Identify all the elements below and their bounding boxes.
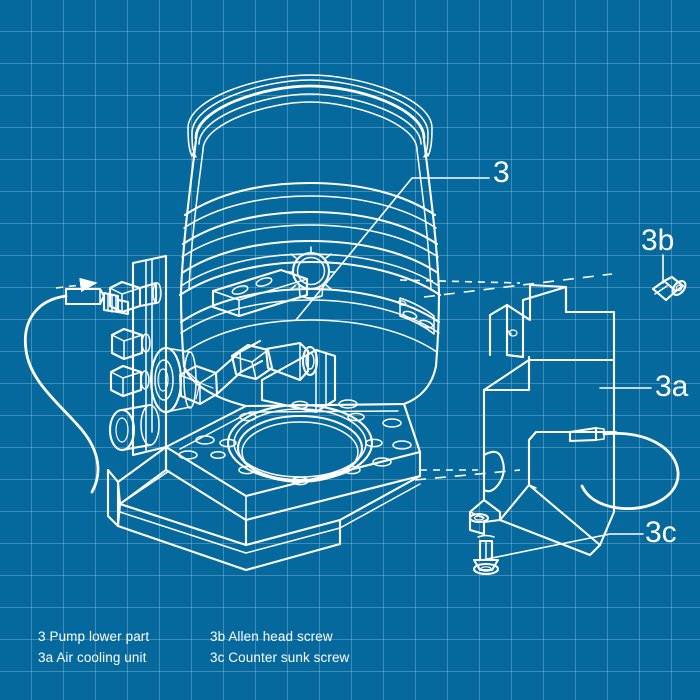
callout-label-3: 3 <box>493 156 510 189</box>
callout-label-3b: 3b <box>641 224 675 257</box>
assembly-guide-bottom <box>414 469 521 481</box>
legend-column-1: 3 Pump lower part 3a Air cooling unit <box>38 626 149 668</box>
counter-sunk-screw <box>472 534 500 576</box>
allen-head-screw <box>651 275 687 302</box>
legend-item-3a: 3a Air cooling unit <box>38 650 147 665</box>
fitting-third <box>109 364 150 398</box>
base-center-flange <box>219 400 383 486</box>
pump-mid-body <box>178 260 442 408</box>
leader-line-3c <box>481 533 644 561</box>
legend-item-3c: 3c Counter sunk screw <box>210 650 350 665</box>
pump-knob-valve <box>286 246 336 300</box>
pump-base-plate <box>106 399 422 572</box>
pump-name-plate <box>211 268 309 318</box>
fitting-top <box>108 280 162 314</box>
air-cooling-unit <box>399 273 680 557</box>
fitting-bottom-cylinder <box>108 403 160 452</box>
pump-upper-shell <box>179 138 441 294</box>
legend-item-3: 3 Pump lower part <box>38 629 150 644</box>
callout-label-3c: 3c <box>645 516 677 549</box>
pump-lower-part <box>106 74 490 572</box>
pump-front-valve-assembly <box>178 339 337 414</box>
pump-cooling-ribs <box>180 181 440 287</box>
pump-fitting-manifold <box>108 254 197 457</box>
fan-cable-right <box>568 426 680 511</box>
legend-item-3b: 3b Allen head screw <box>210 629 333 644</box>
power-cable-left <box>23 277 130 494</box>
pump-right-bolt-bosses <box>397 297 435 335</box>
leader-line-3 <box>295 177 490 321</box>
callout-label-3a: 3a <box>655 370 689 403</box>
assembly-guide-top <box>423 273 613 298</box>
insert-direction-arrow <box>55 277 98 293</box>
pump-port-flange <box>149 346 197 414</box>
pump-inlet-flange <box>187 74 433 158</box>
fitting-second <box>110 327 151 361</box>
legend-column-2: 3b Allen head screw 3c Counter sunk scre… <box>210 626 349 668</box>
